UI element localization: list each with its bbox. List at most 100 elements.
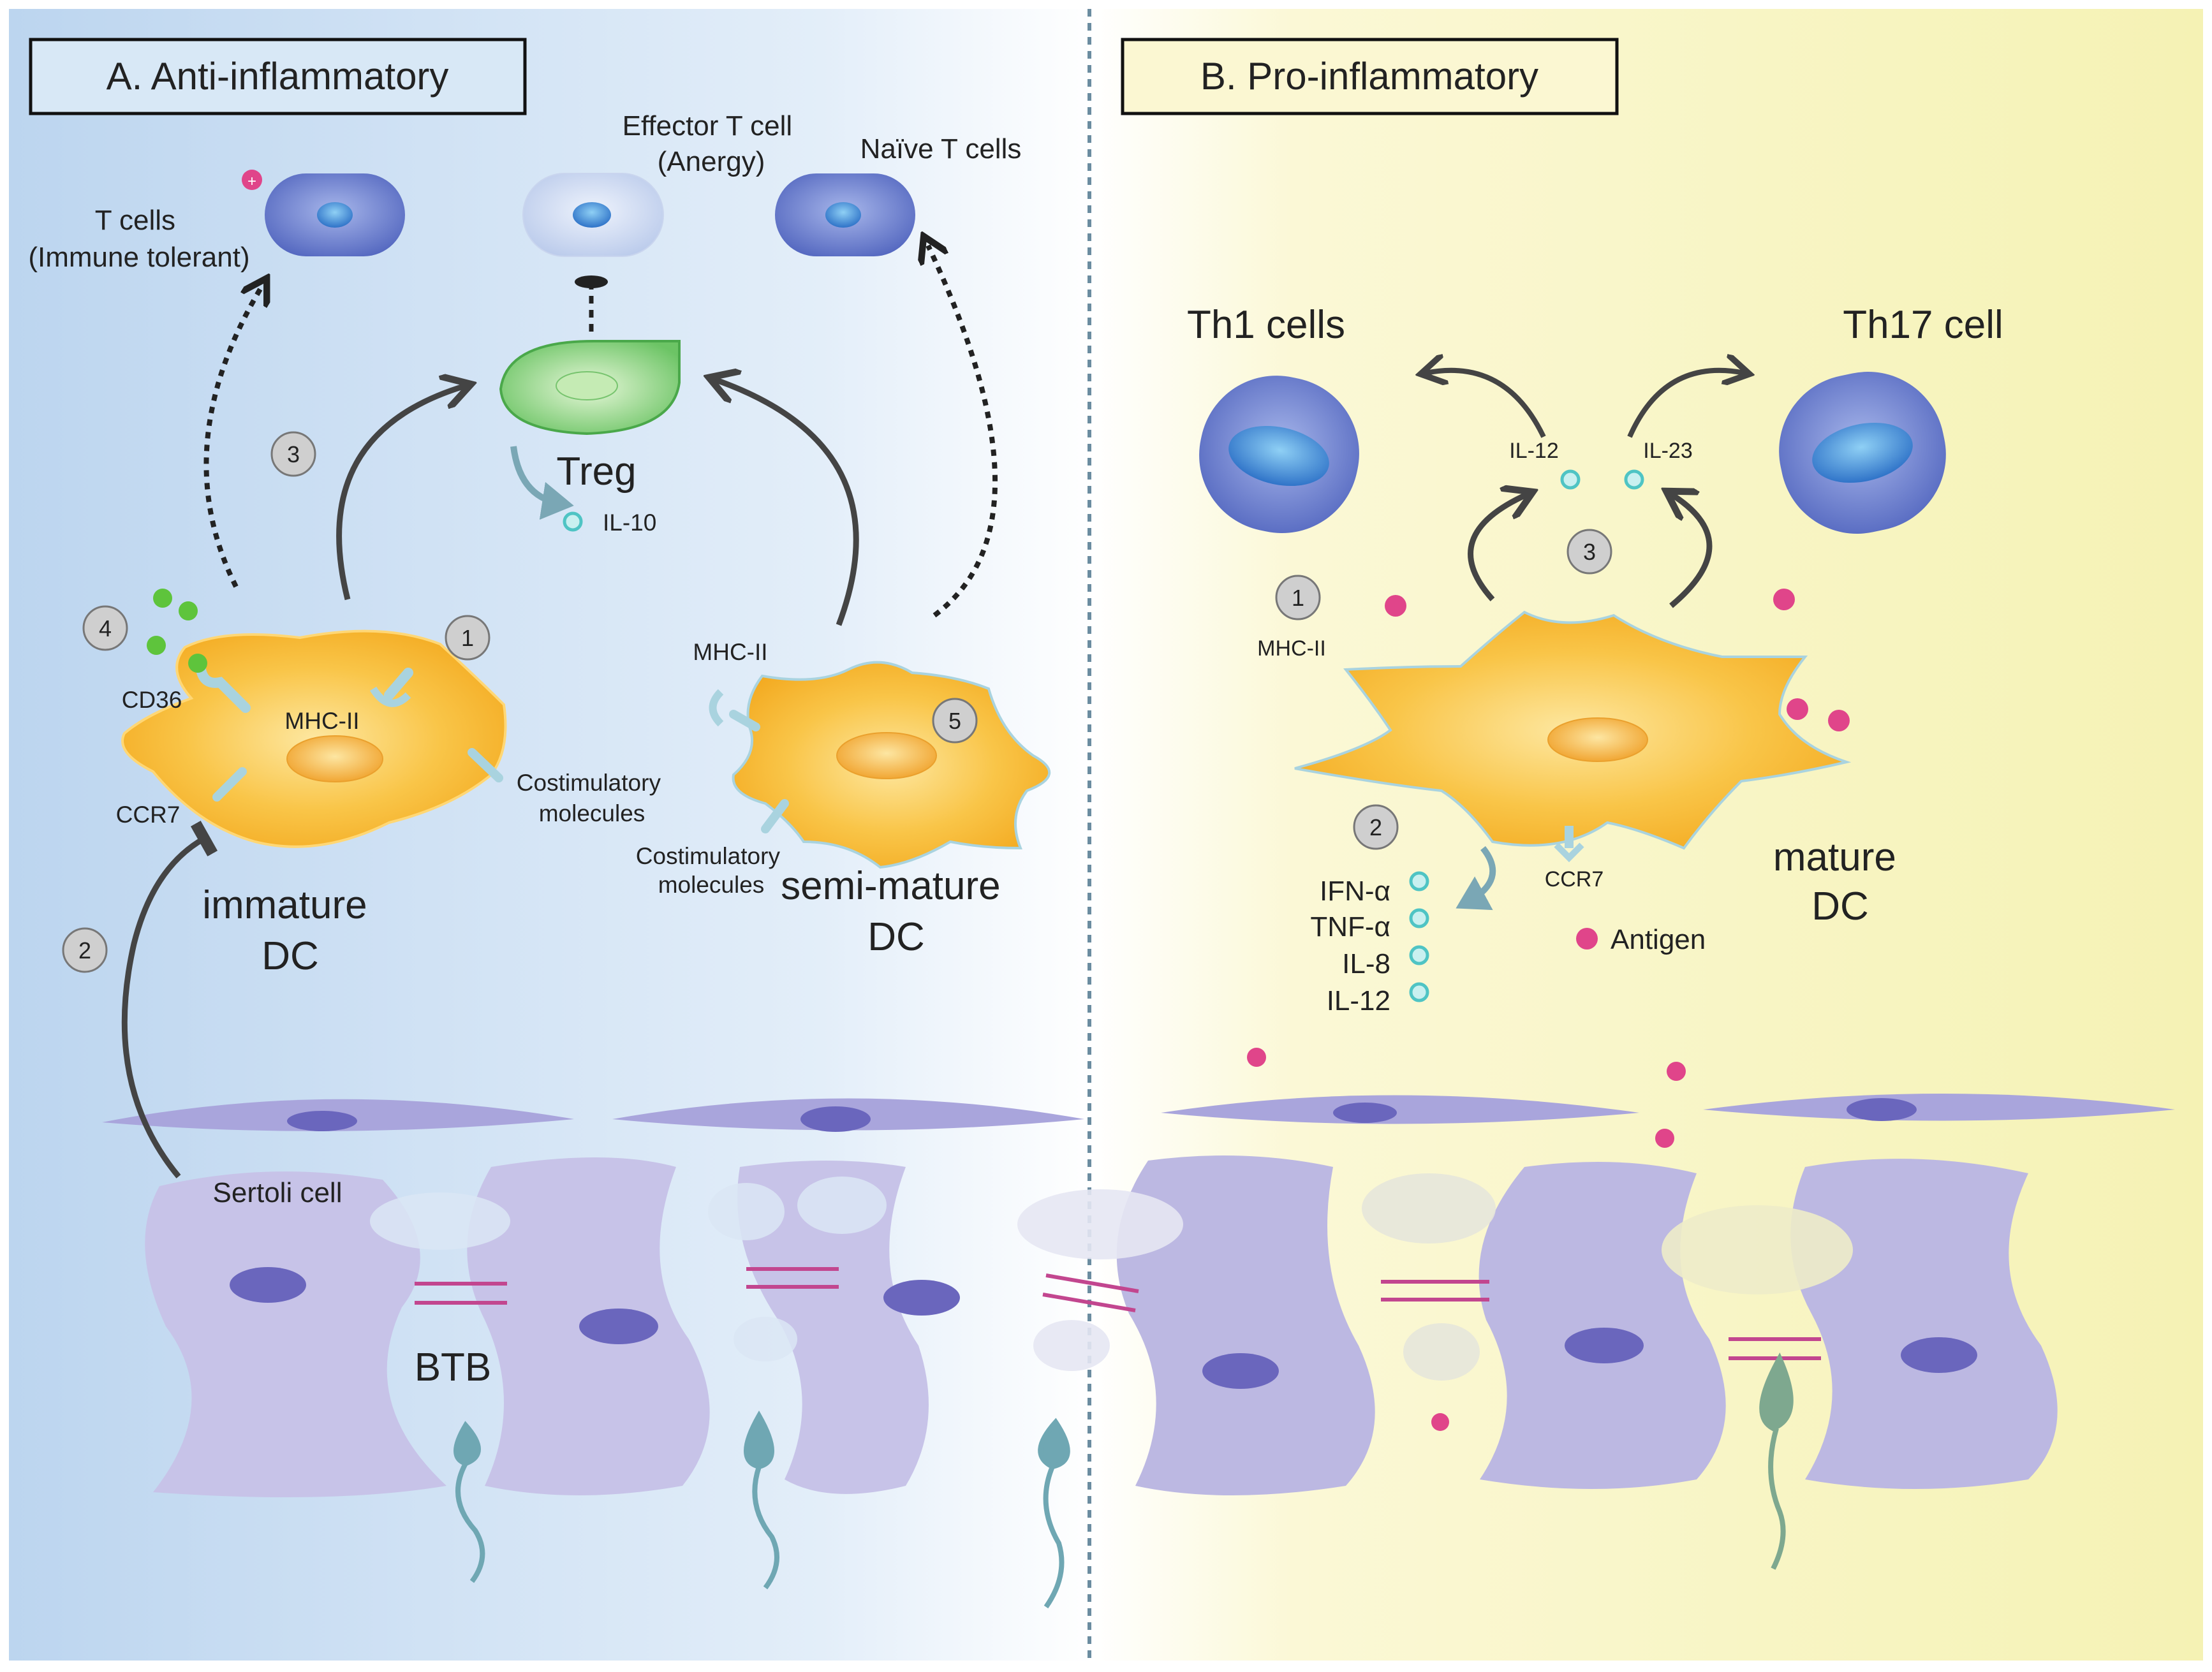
svg-text:2: 2	[78, 937, 91, 964]
immature-dc	[121, 629, 507, 848]
step-badge-r3: 3	[1567, 529, 1612, 575]
cytokine-il10	[563, 511, 583, 532]
mhc-ii-receptor	[384, 668, 413, 700]
tight-junction	[1729, 1337, 1821, 1360]
germ-cell	[708, 1183, 785, 1240]
antigen-particle: +	[242, 170, 262, 190]
step-badge-2: 2	[62, 927, 108, 973]
cytokine-label-il8: IL-8	[1342, 948, 1390, 979]
sertoli-nucleus	[883, 1280, 960, 1316]
germ-cell	[1017, 1189, 1183, 1259]
sertoli-cell	[1116, 1155, 1375, 1495]
effector-t-cell	[522, 173, 664, 257]
mhc-ii-immature-label: MHC-II	[284, 708, 359, 734]
peritubular-cell	[1161, 1095, 1639, 1124]
cell-nucleus	[1333, 1103, 1397, 1123]
il23-label: IL-23	[1643, 439, 1693, 463]
th17-cell	[1779, 372, 1946, 534]
step-badge-4: 4	[82, 605, 128, 651]
antigen-legend: Antigen	[1576, 924, 1706, 955]
ccr7-immature-label: CCR7	[116, 802, 181, 828]
th17-cell-label: Th17 cell	[1843, 303, 2003, 347]
mhc-ii-semi-label: MHC-II	[693, 639, 767, 665]
dc-to-il23-arrow	[1671, 494, 1713, 608]
effector-t-cell-label: Effector T cell (Anergy)	[623, 110, 800, 177]
costim-semi-receptor	[761, 799, 789, 833]
antigen-cluster	[147, 589, 207, 673]
t-cells-tolerant-label: T cells (Immune tolerant)	[28, 205, 249, 273]
il23-to-th17-arrow	[1627, 370, 1744, 438]
svg-text:3: 3	[1583, 539, 1596, 565]
step-badge-5: 5	[932, 698, 978, 744]
sertoli-nucleus	[230, 1267, 306, 1303]
naive-t-cell-arrow	[928, 246, 998, 618]
antigen-particles	[1247, 589, 1850, 1431]
svg-text:1: 1	[461, 625, 474, 651]
treg-cell	[499, 340, 681, 436]
svg-text:2: 2	[1369, 814, 1382, 840]
step-badge-1: 1	[445, 615, 490, 661]
germ-cell	[1662, 1205, 1853, 1294]
sertoli-nucleus	[1901, 1337, 1977, 1373]
cytokine-dots	[1409, 871, 1429, 1002]
tight-junction	[415, 1282, 507, 1305]
svg-text:5: 5	[948, 708, 961, 734]
germ-cell	[1403, 1323, 1480, 1381]
mature-dc	[1294, 610, 1852, 863]
costim-semi-label: Costimulatory molecules	[636, 843, 786, 898]
treg-induction-arrow-left	[336, 386, 466, 601]
cell-nucleus	[1847, 1098, 1917, 1121]
sertoli-cell	[145, 1171, 446, 1497]
tight-junction	[1381, 1280, 1489, 1302]
step-badge-r2: 2	[1353, 804, 1399, 850]
cytokine-label-il12: IL-12	[1327, 985, 1390, 1016]
mhc-ii-semi-receptor-cup	[709, 689, 724, 727]
sperm	[1759, 1353, 1794, 1570]
sertoli-nucleus	[579, 1309, 658, 1344]
germ-cell	[1033, 1320, 1110, 1371]
sperm	[744, 1410, 779, 1590]
cytokine-secretion-arrow	[1456, 846, 1496, 911]
cytokine-il12	[1560, 469, 1581, 490]
sertoli-cell	[737, 1161, 929, 1494]
sperm	[453, 1421, 485, 1583]
cytokine-il23	[1624, 469, 1644, 490]
right-panel-title-box: B. Pro-inflammatory	[1121, 38, 1619, 115]
tight-junction	[1042, 1273, 1139, 1312]
peritubular-cell	[1703, 1094, 2175, 1121]
right-panel-title: B. Pro-inflammatory	[1200, 55, 1538, 98]
th1-cell	[1199, 376, 1359, 534]
mhc-ii-mature-label: MHC-II	[1257, 636, 1326, 661]
mhc-ii-semi-receptor	[729, 710, 760, 731]
svg-text:3: 3	[287, 441, 300, 467]
cell-nucleus	[287, 1111, 357, 1131]
treg-label: Treg	[556, 450, 636, 494]
il10-label: IL-10	[603, 510, 656, 536]
svg-text:4: 4	[99, 615, 112, 642]
tolerance-arrow	[203, 287, 262, 588]
sertoli-nucleus	[1202, 1353, 1279, 1389]
naive-t-cells-label: Naïve T cells	[860, 133, 1022, 165]
immature-dc-label: immature DC	[202, 883, 378, 978]
il10-secretion-arrow	[510, 446, 574, 520]
cd36-label: CD36	[122, 687, 182, 713]
sertoli-cell-label: Sertoli cell	[213, 1177, 343, 1208]
antigen-label: Antigen	[1611, 924, 1706, 955]
sperm	[1038, 1418, 1070, 1609]
germ-cell	[797, 1177, 887, 1234]
germ-cell	[734, 1317, 797, 1361]
mature-dc-label: mature DC	[1773, 835, 1907, 928]
sertoli-to-dc-arrow	[121, 821, 218, 1178]
ccr7-receptor	[212, 767, 247, 802]
il12-top-label: IL-12	[1509, 439, 1559, 463]
inhibition-bar	[575, 275, 608, 288]
naive-t-cell	[775, 173, 915, 256]
sertoli-nucleus	[1565, 1328, 1644, 1363]
sertoli-tissue: BTB Sertoli cell	[102, 1094, 2175, 1609]
il12-to-th1-arrow	[1426, 370, 1546, 438]
dc-to-il12-arrow	[1468, 494, 1528, 602]
mhc-ii-receptor-cup	[369, 686, 411, 707]
step-badge-r1: 1	[1275, 575, 1321, 620]
